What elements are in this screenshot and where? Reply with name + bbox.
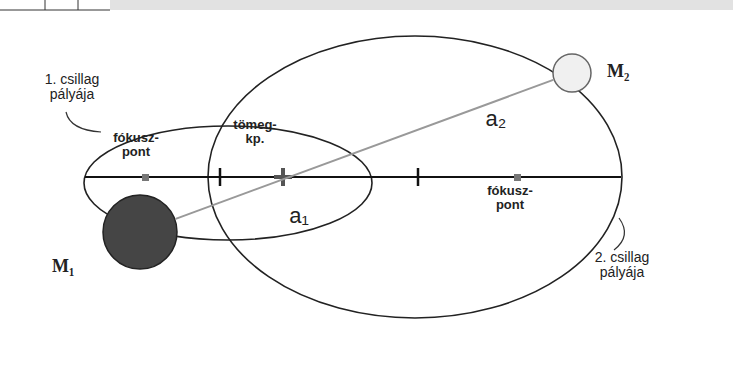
star-circle bbox=[553, 54, 591, 92]
barycenter-label: tömeg- kp. bbox=[224, 118, 286, 147]
top-band bbox=[110, 0, 733, 10]
major-axis bbox=[85, 176, 621, 178]
table-rule bbox=[0, 10, 110, 11]
focus-label: fókusz- pont bbox=[479, 184, 541, 213]
orbit-label: 1. csillag pályája bbox=[27, 72, 117, 103]
table-rule bbox=[78, 0, 79, 10]
star-connector bbox=[176, 80, 554, 219]
focus-mark bbox=[142, 174, 149, 181]
tick bbox=[219, 168, 222, 186]
focus-mark bbox=[514, 174, 521, 181]
mass-label: M₂ bbox=[607, 61, 629, 82]
star-disc bbox=[552, 53, 592, 93]
table-rule bbox=[45, 0, 46, 10]
semi-axis-label: a₂ bbox=[481, 107, 511, 131]
tick bbox=[417, 168, 420, 186]
semi-axis-label: a₁ bbox=[284, 204, 314, 228]
star-disc bbox=[102, 194, 178, 270]
star-1: M₁ bbox=[102, 194, 178, 270]
star-circle bbox=[103, 195, 177, 269]
mass-label: M₁ bbox=[52, 256, 74, 277]
leader-line bbox=[614, 218, 624, 250]
star-2: M₂ bbox=[552, 53, 592, 93]
leader-line bbox=[66, 112, 101, 132]
barycenter-cross bbox=[281, 168, 285, 186]
focus-label: fókusz- pont bbox=[105, 131, 167, 160]
orbit-label: 2. csillag pályája bbox=[577, 250, 667, 281]
